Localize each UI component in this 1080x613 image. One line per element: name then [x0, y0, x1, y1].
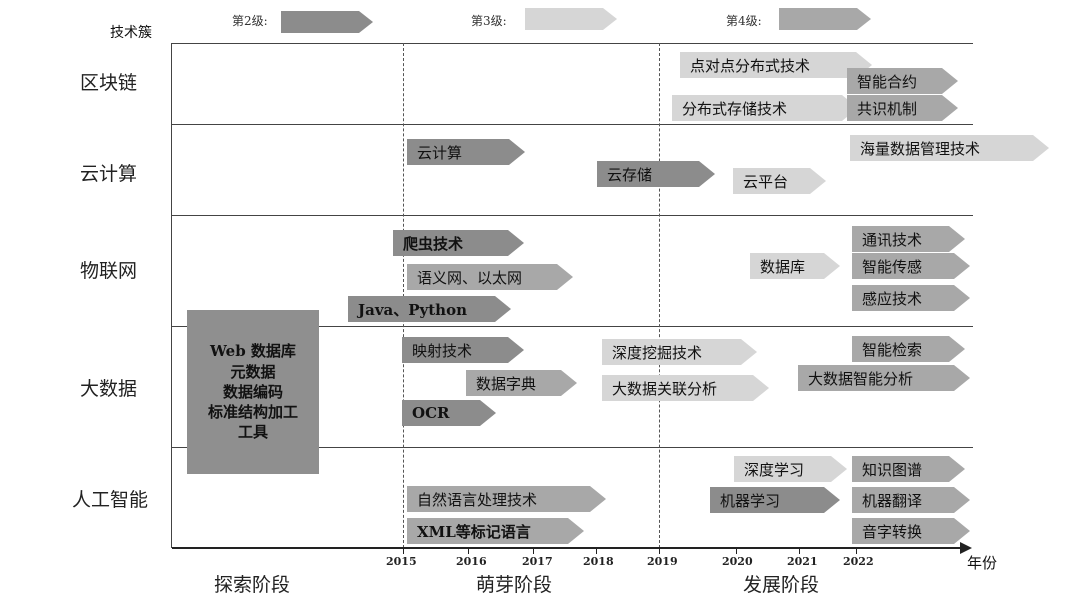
- tech-crawler: 爬虫技术: [393, 230, 524, 256]
- tech-speech-text: 音字转换: [852, 518, 970, 544]
- y-axis-line: [171, 43, 172, 548]
- level-4-label: 第4级:: [726, 14, 762, 28]
- level-2-arrow: [281, 11, 373, 33]
- tech-ocr: OCR: [402, 400, 496, 426]
- row-label-blockchain: 区块链: [80, 72, 138, 94]
- row-label-cloud: 云计算: [80, 163, 138, 185]
- tech-communication: 通讯技术: [852, 226, 965, 252]
- year-label: 2015: [386, 555, 417, 568]
- x-tick: [596, 548, 597, 554]
- x-axis-unit-label: 年份: [967, 554, 998, 572]
- x-tick: [856, 548, 857, 554]
- x-tick: [403, 548, 404, 554]
- tech-knowledge-graph: 知识图谱: [852, 456, 965, 482]
- x-tick: [533, 548, 534, 554]
- tech-distributed-storage: 分布式存储技术: [672, 95, 858, 121]
- row-label-bigdata: 大数据: [80, 378, 138, 400]
- row-divider: [172, 326, 973, 327]
- stage-boundary-2019: [659, 43, 660, 548]
- tech-java-python: Java、Python: [348, 296, 511, 322]
- level-3-arrow: [525, 8, 617, 30]
- year-label: 2019: [647, 555, 678, 568]
- year-label: 2018: [583, 555, 614, 568]
- explore-item: 标准结构加工: [207, 403, 298, 422]
- tech-smart-retrieval: 智能检索: [852, 336, 965, 362]
- tech-mapping: 映射技术: [402, 337, 524, 363]
- tech-xml-markup: XML等标记语言: [407, 518, 584, 544]
- tech-smart-contract: 智能合约: [847, 68, 958, 94]
- tech-machine-translation: 机器翻译: [852, 487, 970, 513]
- x-tick: [468, 548, 469, 554]
- tech-cloud-platform: 云平台: [733, 168, 826, 194]
- row-label-ai: 人工智能: [72, 489, 149, 511]
- tech-semantic-web: 语义网、以太网: [407, 264, 573, 290]
- level-2-label: 第2级:: [232, 14, 268, 28]
- tech-database: 数据库: [750, 253, 840, 279]
- year-label: 2017: [522, 555, 553, 568]
- year-label: 2022: [843, 555, 874, 568]
- year-label: 2020: [722, 555, 753, 568]
- tech-nlp: 自然语言处理技术: [407, 486, 606, 512]
- tech-bigdata-analysis: 大数据智能分析: [798, 365, 970, 391]
- explore-item: 元数据: [230, 362, 276, 381]
- tech-machine-learning: 机器学习: [710, 487, 840, 513]
- tech-bigdata-association: 大数据关联分析: [602, 375, 769, 401]
- tech-deep-mining: 深度挖掘技术: [602, 339, 757, 365]
- tech-induction: 感应技术: [852, 285, 970, 311]
- year-label: 2016: [456, 555, 487, 568]
- stage-boundary-2015: [403, 43, 404, 548]
- year-label: 2021: [787, 555, 818, 568]
- stage-label-development: 发展阶段: [743, 574, 820, 596]
- x-tick: [736, 548, 737, 554]
- tech-smart-sensing: 智能传感: [852, 253, 970, 279]
- row-divider: [172, 215, 973, 216]
- tech-p2p-distributed: 点对点分布式技术: [680, 52, 872, 78]
- explore-item: 工具: [237, 423, 268, 442]
- tech-consensus: 共识机制: [847, 95, 958, 121]
- explore-stage-box: Web 数据库 元数据 数据编码 标准结构加工 工具: [187, 310, 319, 474]
- tech-deep-learning: 深度学习: [734, 456, 847, 482]
- row-divider: [172, 43, 973, 44]
- tech-cluster-label: 技术簇: [110, 25, 152, 41]
- explore-item: 数据编码: [222, 382, 283, 401]
- explore-item: Web 数据库: [210, 342, 296, 361]
- level-4-arrow: [779, 8, 871, 30]
- x-axis-arrowhead: [960, 542, 972, 554]
- level-3-label: 第3级:: [471, 14, 507, 28]
- tech-cloud-computing: 云计算: [407, 139, 525, 165]
- row-divider: [172, 124, 973, 125]
- tech-massive-data-mgmt: 海量数据管理技术: [850, 135, 1049, 161]
- row-divider: [172, 447, 973, 448]
- x-axis-line: [172, 547, 962, 549]
- x-tick: [799, 548, 800, 554]
- tech-data-dictionary: 数据字典: [466, 370, 577, 396]
- tech-cloud-storage: 云存储: [597, 161, 715, 187]
- stage-label-explore: 探索阶段: [214, 574, 291, 596]
- row-label-iot: 物联网: [80, 260, 138, 282]
- stage-label-budding: 萌芽阶段: [476, 574, 553, 596]
- x-tick: [659, 548, 660, 554]
